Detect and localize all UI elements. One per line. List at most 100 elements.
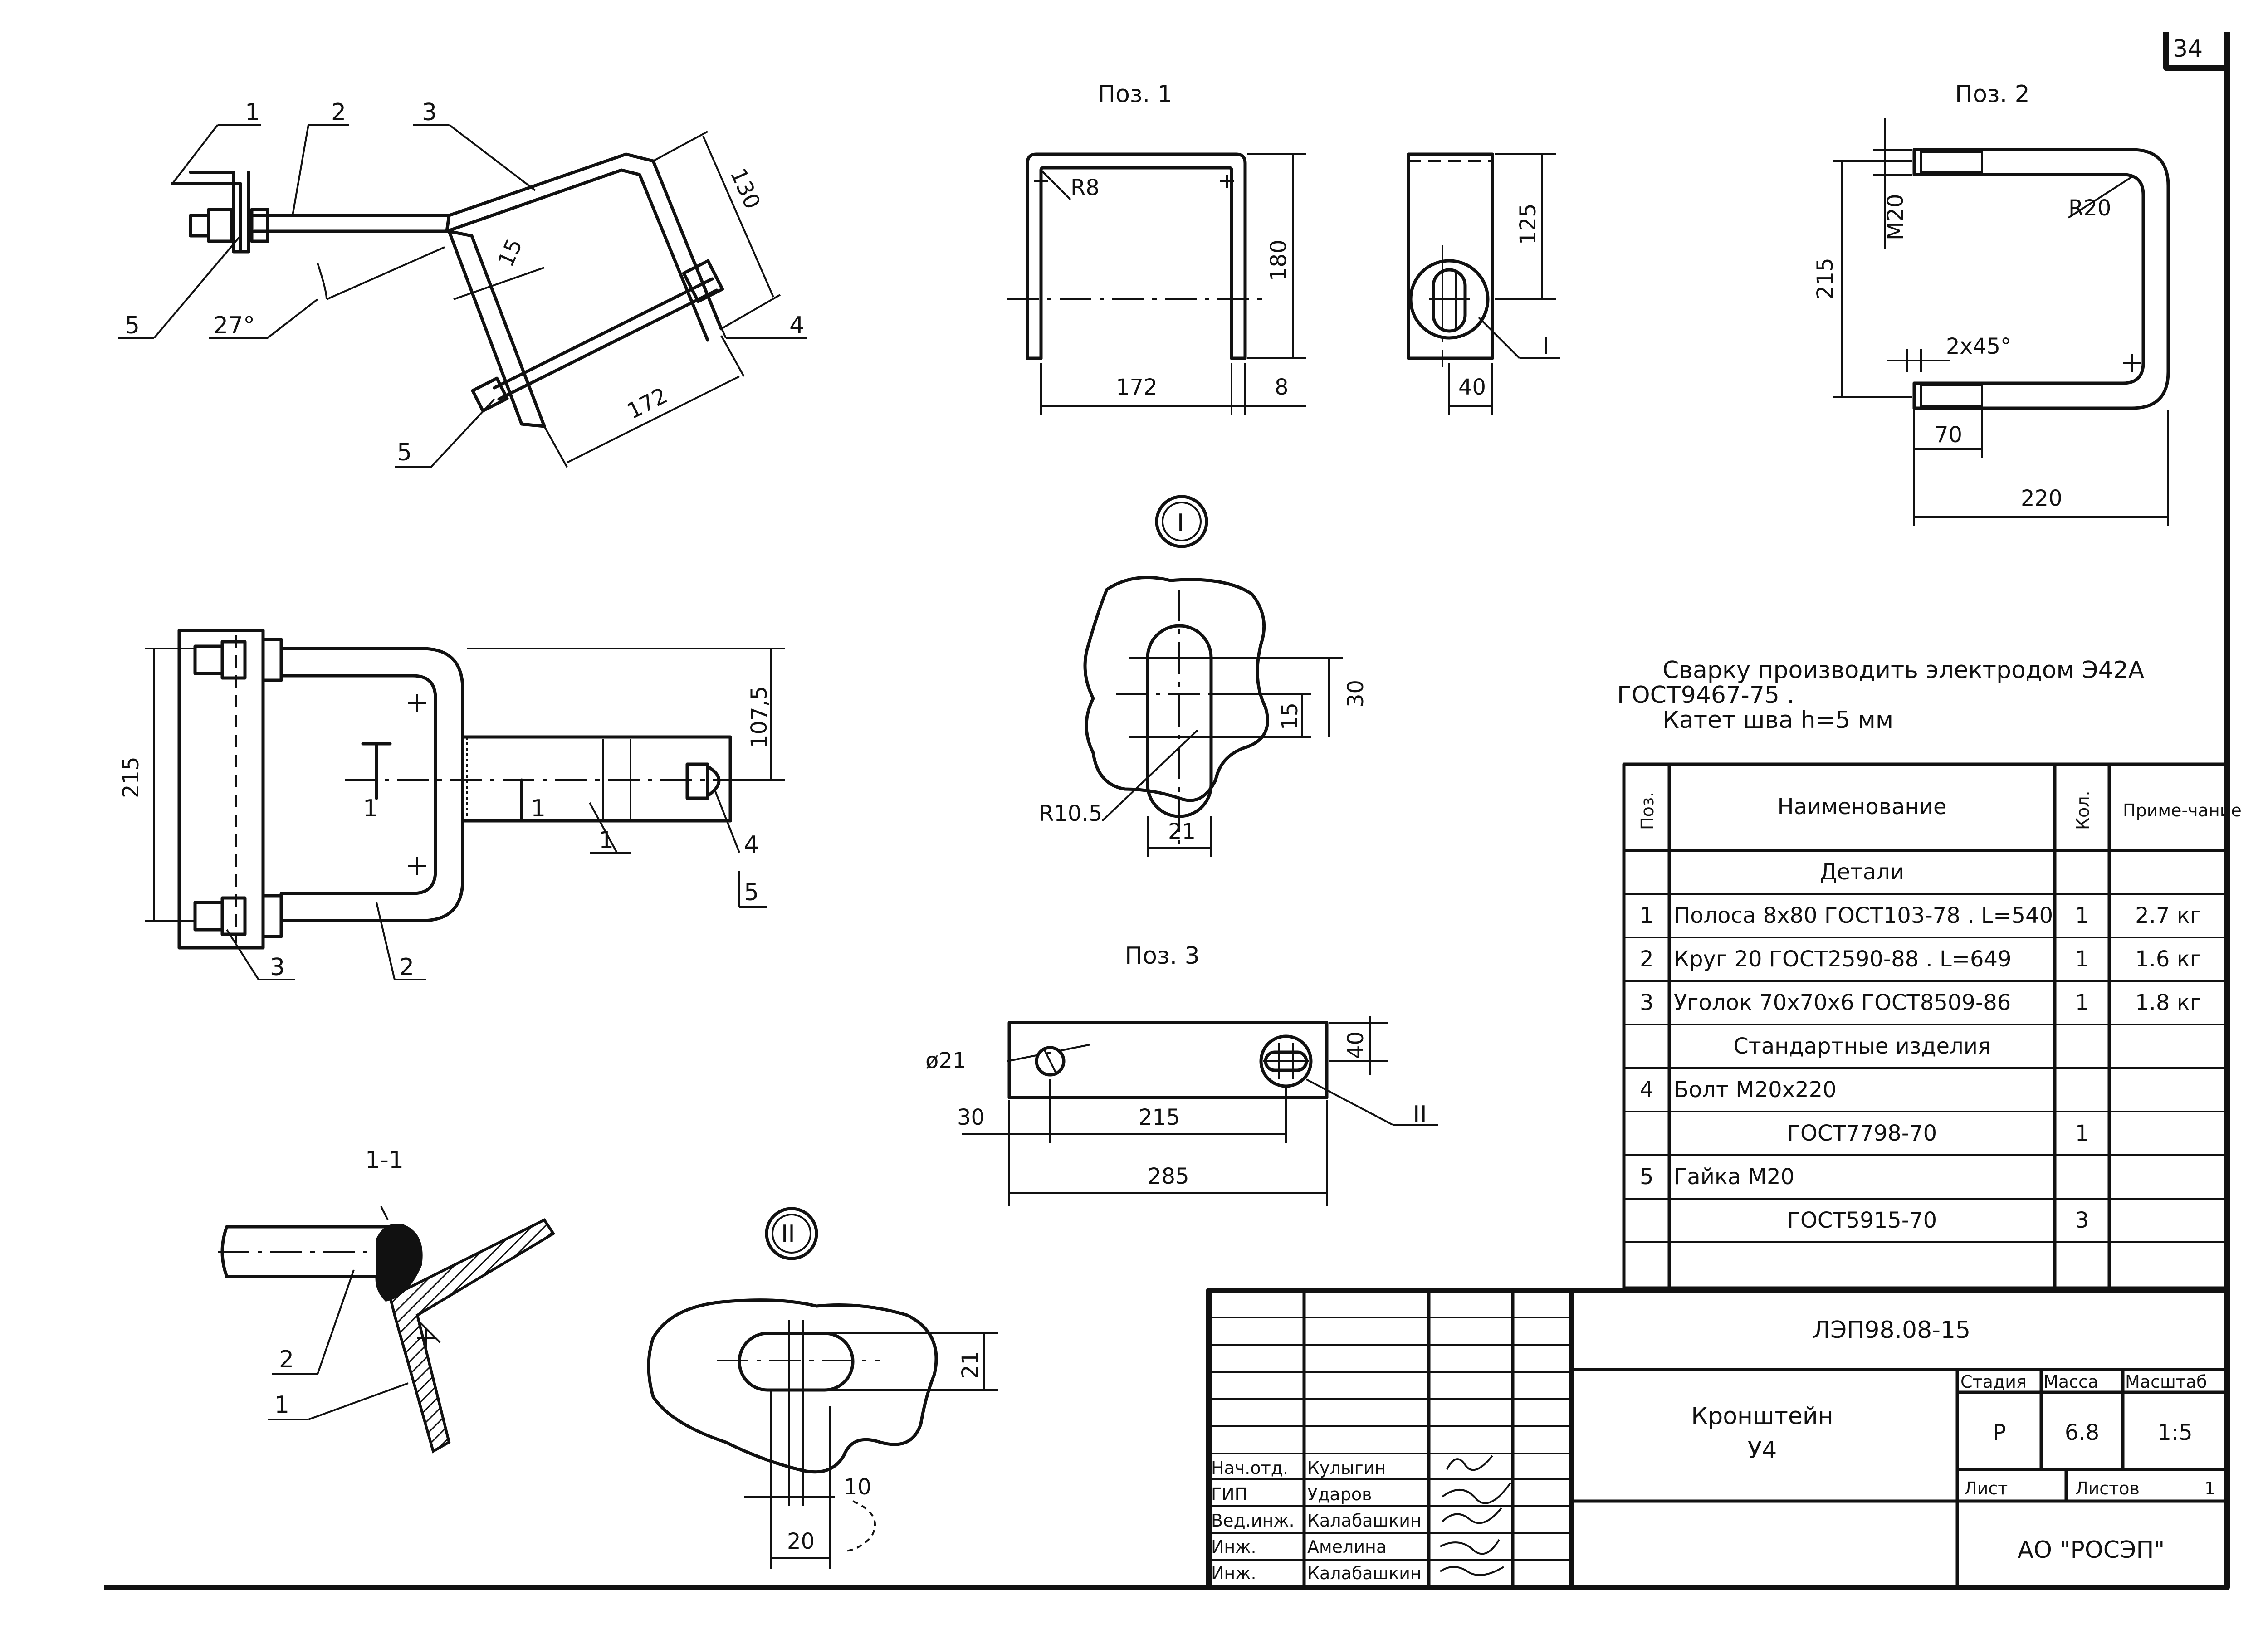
pos3-callout-II: II <box>1413 1101 1427 1128</box>
staff-name: Кулыгин <box>1307 1458 1386 1478</box>
plan-leader-1: 1 <box>599 827 614 854</box>
spec-row-qty: 1 <box>2075 1121 2089 1146</box>
detail-II-dim-20: 20 <box>787 1529 815 1554</box>
pos1-dim-40: 40 <box>1458 375 1486 400</box>
sheet-number: 34 <box>2173 35 2203 63</box>
title-line-2: У4 <box>1748 1437 1777 1464</box>
spec-row-note: 2.7 кг <box>2135 903 2201 928</box>
pos1-view: Поз. 1 R8 180 172 8 125 <box>1007 81 1560 415</box>
spec-row-name: Болт М20x220 <box>1674 1077 1837 1102</box>
pos1-callout-I: I <box>1542 332 1549 360</box>
note-line-3: Катет шва h=5 мм <box>1662 707 1893 734</box>
detail-I-dim-30: 30 <box>1343 680 1369 707</box>
detail-II-dim-21: 21 <box>958 1351 983 1379</box>
note-line-2: ГОСТ9467-75 . <box>1617 682 1794 709</box>
pos1-dim-8: 8 <box>1275 375 1289 400</box>
welding-notes: Сварку производить электродом Э42А ГОСТ9… <box>1617 657 2145 734</box>
iso-leader-4: 4 <box>789 312 804 339</box>
spec-row-pos: 3 <box>1640 990 1654 1015</box>
detail-I: I 30 15 21 R10.5 <box>1039 495 1369 857</box>
pos1-dim-172: 172 <box>1116 375 1158 400</box>
spec-header-qty: Кол. <box>2073 790 2093 830</box>
mass-label: Масса <box>2043 1372 2098 1392</box>
staff-name: Амелина <box>1307 1537 1387 1557</box>
plan-dim-215: 215 <box>118 756 144 798</box>
staff-role: Нач.отд. <box>1211 1458 1288 1478</box>
iso-leader-3: 1 <box>245 99 260 126</box>
staff-role: ГИП <box>1211 1484 1247 1504</box>
detail-I-dim-21: 21 <box>1168 819 1196 844</box>
spec-row-qty: 3 <box>2075 1208 2089 1233</box>
scale-value: 1:5 <box>2157 1420 2192 1445</box>
spec-row-name: Гайка М20 <box>1674 1164 1794 1190</box>
spec-table: Поз. Наименование Кол. Приме-чание Детал… <box>1622 762 2242 1290</box>
spec-row-name: ГОСТ5915-70 <box>1787 1208 1937 1233</box>
plan-leader-4: 4 <box>744 831 759 859</box>
plan-section-1b: 1 <box>531 795 546 822</box>
pos2-dim-220: 220 <box>2021 486 2063 511</box>
pos2-dim-215: 215 <box>1813 258 1838 299</box>
pos3-title: Поз. 3 <box>1125 942 1200 970</box>
spec-row-name: Круг 20 ГОСТ2590-88 . L=649 <box>1674 946 2012 972</box>
iso-leader-2: 2 <box>331 99 346 126</box>
mass-value: 6.8 <box>2065 1420 2099 1445</box>
spec-row-qty: 1 <box>2075 903 2089 928</box>
pos3-dim-30: 30 <box>957 1105 985 1130</box>
spec-row-pos: 5 <box>1640 1164 1654 1190</box>
pos2-title: Поз. 2 <box>1955 81 2030 108</box>
spec-row-name: ГОСТ7798-70 <box>1787 1121 1937 1146</box>
spec-header-note: Приме-чание <box>2123 800 2242 820</box>
staff-role: Вед.инж. <box>1211 1511 1295 1531</box>
iso-leader-5b: 5 <box>397 439 412 466</box>
pos2-dim-70: 70 <box>1935 422 1962 448</box>
spec-row-qty: 1 <box>2075 946 2089 972</box>
section-1-1: 1-1 2 1 <box>218 1146 556 1454</box>
sheets-value: 1 <box>2204 1478 2215 1498</box>
detail-I-radius: R10.5 <box>1039 801 1102 826</box>
pos3-dim-215: 215 <box>1139 1105 1180 1130</box>
stage-value: Р <box>1993 1420 2006 1445</box>
signatures <box>1439 1455 1511 1576</box>
plan-leader-3: 3 <box>270 954 285 981</box>
pos3-dim-40: 40 <box>1343 1031 1369 1059</box>
company-name: АО "РОСЭП" <box>2018 1537 2165 1564</box>
staff-name: Ударов <box>1307 1484 1372 1504</box>
section-leader-1: 1 <box>274 1391 289 1419</box>
spec-row-name: Уголок 70x70x6 ГОСТ8509-86 <box>1674 990 2011 1015</box>
spec-row-pos: 1 <box>1640 903 1654 928</box>
section-leader-2: 2 <box>279 1346 294 1373</box>
pos3-dia: ø21 <box>925 1048 966 1073</box>
spec-header-name: Наименование <box>1777 794 1946 820</box>
spec-row-qty: 1 <box>2075 990 2089 1015</box>
spec-row-name: Полоса 8x80 ГОСТ103-78 . L=540 <box>1674 903 2053 928</box>
spec-row-note: 1.8 кг <box>2135 990 2201 1015</box>
sheets-label: Листов <box>2075 1478 2140 1498</box>
staff-name: Калабашкин <box>1307 1511 1422 1531</box>
plan-section-1a: 1 <box>363 795 378 822</box>
pos1-r8: R8 <box>1070 175 1100 200</box>
title-block: ЛЭП98.08-15 Кронштейн У4 Стадия Масса Ма… <box>1206 1288 2230 1590</box>
stage-label: Стадия <box>1960 1372 2027 1392</box>
pos1-dim-125: 125 <box>1515 203 1541 245</box>
spec-row-name: Стандартные изделия <box>1733 1034 1991 1059</box>
plan-view: 1 1 215 107,5 1 2 3 4 5 <box>118 629 785 981</box>
detail-I-title: I <box>1177 509 1184 537</box>
detail-II-dim-10: 10 <box>844 1474 871 1500</box>
pos2-view: Поз. 2 M20 R20 215 2x45° 70 220 <box>1813 81 2170 526</box>
doc-code: ЛЭП98.08-15 <box>1813 1317 1970 1344</box>
spec-row-pos: 2 <box>1640 946 1654 972</box>
staff-role: Инж. <box>1211 1563 1256 1583</box>
scale-label: Масштаб <box>2125 1372 2207 1392</box>
spec-row-name: Детали <box>1820 859 1904 885</box>
sheet-label: Лист <box>1964 1478 2008 1498</box>
pos2-r20: R20 <box>2068 195 2111 221</box>
note-line-1: Сварку производить электродом Э42А <box>1662 657 2145 684</box>
spec-row-pos: 4 <box>1640 1077 1654 1102</box>
pos1-title: Поз. 1 <box>1098 81 1173 108</box>
plan-leader-2: 2 <box>399 954 414 981</box>
iso-leader-5a: 5 <box>125 312 140 339</box>
spec-header-pos: Поз. <box>1637 792 1657 830</box>
detail-II: II 21 10 20 <box>647 1207 998 1569</box>
detail-I-dim-15: 15 <box>1277 702 1303 730</box>
